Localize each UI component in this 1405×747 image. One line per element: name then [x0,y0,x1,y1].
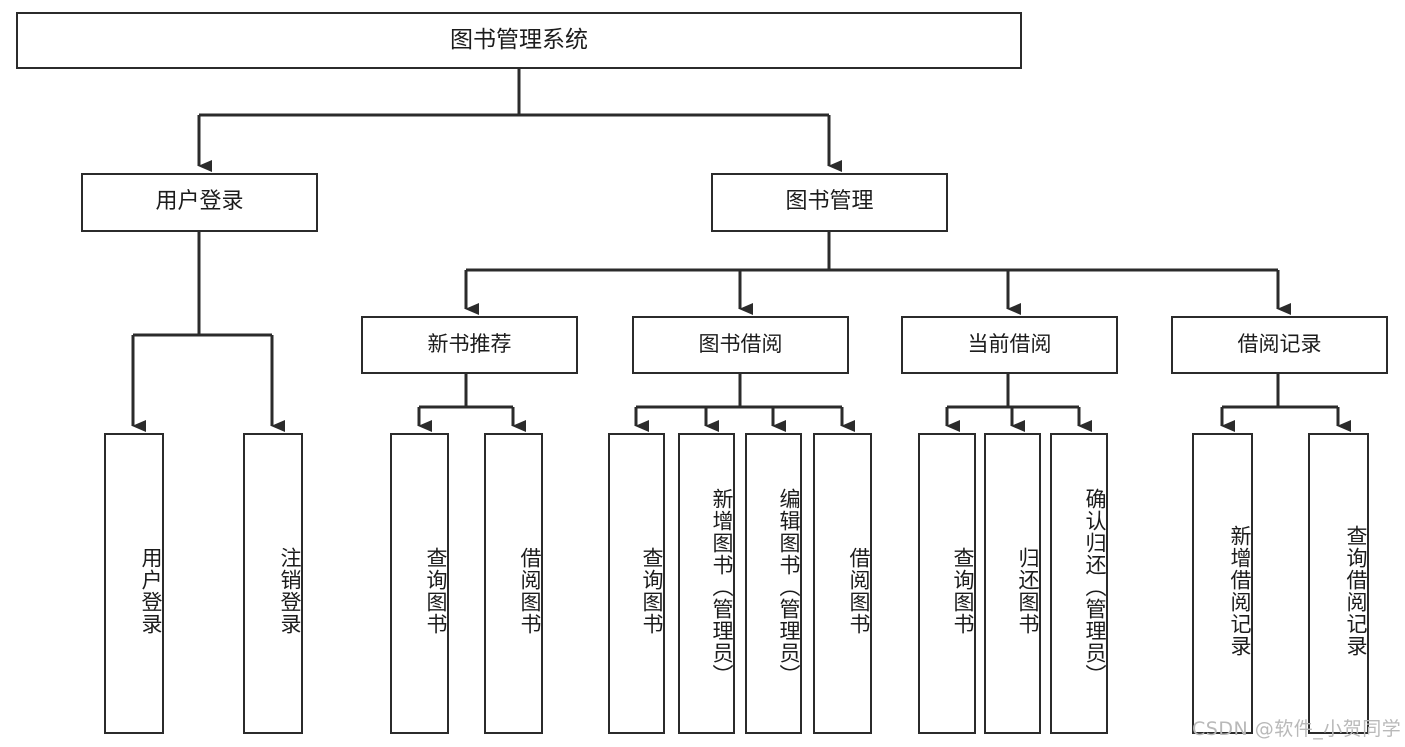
node-leaf-user-login[interactable]: 用户登录 [104,433,164,734]
node-leaf-edit-book-admin[interactable]: 编辑图书（管理员） [745,433,802,734]
node-leaf-add-book-admin[interactable]: 新增图书（管理员） [678,433,735,734]
node-leaf-borrow-book-recommend[interactable]: 借阅图书 [484,433,543,734]
node-book-borrow[interactable]: 图书借阅 [632,316,849,374]
node-leaf-query-borrow-record[interactable]: 查询借阅记录 [1308,433,1369,734]
node-book-manage[interactable]: 图书管理 [711,173,948,232]
node-leaf-logout[interactable]: 注销登录 [243,433,303,734]
node-leaf-query-book-current[interactable]: 查询图书 [918,433,976,734]
node-leaf-query-book-recommend[interactable]: 查询图书 [390,433,449,734]
node-leaf-borrow-book[interactable]: 借阅图书 [813,433,872,734]
node-leaf-confirm-return-admin[interactable]: 确认归还（管理员） [1050,433,1108,734]
node-new-book-recommend[interactable]: 新书推荐 [361,316,578,374]
node-borrow-record[interactable]: 借阅记录 [1171,316,1388,374]
node-root-system[interactable]: 图书管理系统 [16,12,1022,69]
node-leaf-add-borrow-record[interactable]: 新增借阅记录 [1192,433,1253,734]
csdn-watermark: CSDN @软件_小贺同学 [1192,718,1402,740]
node-current-borrow[interactable]: 当前借阅 [901,316,1118,374]
node-leaf-return-book[interactable]: 归还图书 [984,433,1041,734]
node-leaf-query-book-borrow[interactable]: 查询图书 [608,433,665,734]
node-user-login[interactable]: 用户登录 [81,173,318,232]
